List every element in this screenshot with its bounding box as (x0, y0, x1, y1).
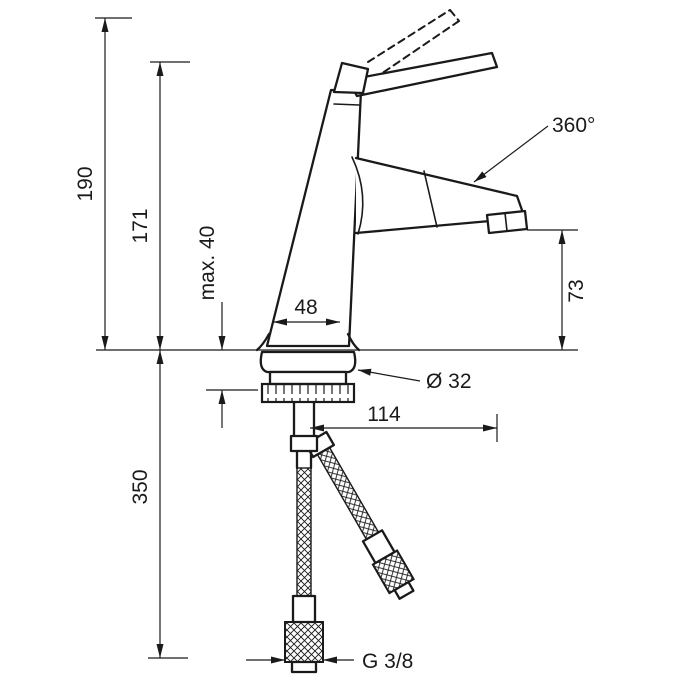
dim-max-deck-40: max. 40 (196, 226, 258, 428)
label-360: 360° (552, 114, 595, 137)
dim-label-171: 171 (129, 208, 152, 243)
dim-label-114: 114 (367, 403, 401, 426)
faucet-handle-dashed (367, 9, 460, 77)
dim-length-350: 350 (129, 350, 188, 659)
label-swivel-360: 360° (473, 114, 595, 183)
dim-diameter-32: Ø 32 (357, 368, 472, 393)
dim-label-48: 48 (294, 296, 317, 319)
dim-height-73: 73 (527, 229, 588, 350)
supply-hose-angled (304, 430, 415, 600)
dim-label-g38: G 3/8 (362, 650, 413, 673)
faucet-aerator (485, 209, 529, 235)
dim-label-350: 350 (129, 469, 152, 504)
supply-hose-straight (284, 434, 324, 674)
dim-label-max40: max. 40 (196, 226, 219, 301)
dim-height-171: 171 (129, 61, 190, 350)
faucet-handle-lever (332, 51, 499, 98)
dim-thread-g38: G 3/8 (246, 650, 413, 673)
dim-reach-114: 114 (310, 403, 498, 442)
escutcheon (259, 350, 357, 386)
dim-label-73: 73 (565, 279, 588, 302)
dim-label-dia32: Ø 32 (426, 370, 472, 393)
dim-label-190: 190 (74, 166, 97, 201)
dim-height-190: 190 (74, 17, 132, 350)
faucet-spout (351, 156, 525, 235)
mounting-nut (260, 382, 356, 438)
dim-width-48: 48 (273, 296, 340, 326)
